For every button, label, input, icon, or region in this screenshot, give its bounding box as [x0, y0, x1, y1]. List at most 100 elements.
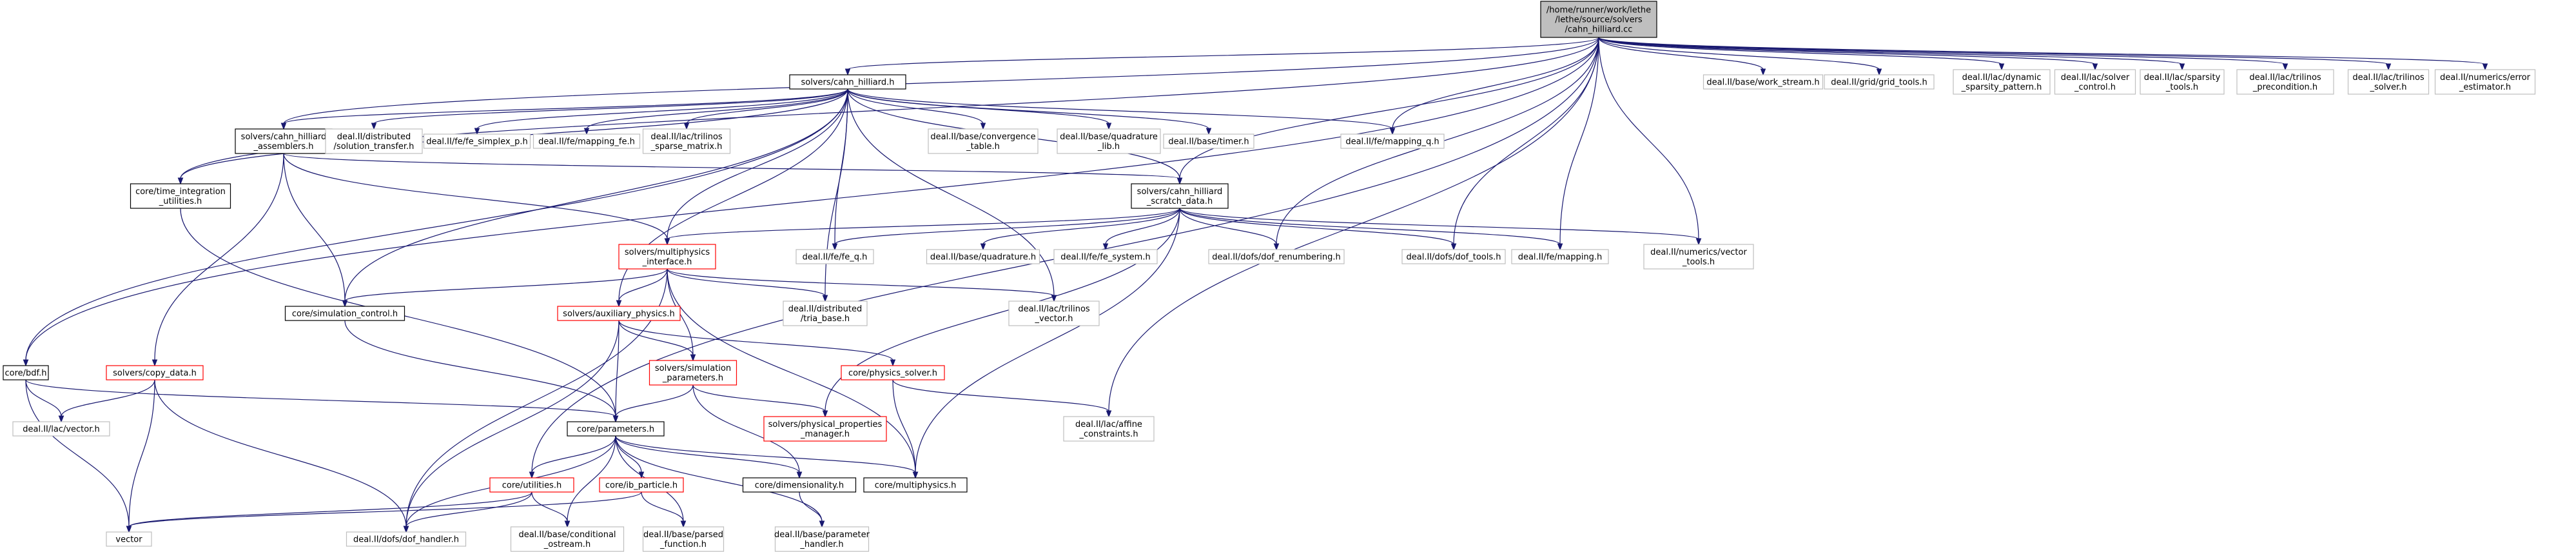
node-parameters[interactable]: core/parameters.h	[567, 421, 665, 437]
edge-copy_data-to-dof_handler	[154, 379, 407, 527]
edge-parameters-to-multiphysics	[615, 435, 916, 473]
arrowhead-ch_h-to-mapping_fe	[583, 128, 590, 135]
node-dof-renumbering: deal.II/dofs/dof_renumbering.h	[1208, 249, 1345, 264]
edge-bdf-to-parameters	[25, 379, 616, 417]
node-mp-interface[interactable]: solvers/multiphysics_interface.h	[618, 244, 716, 270]
edge-ch_h-to-fe_simplex	[476, 88, 848, 130]
edge-dimensionality-to-param_handler	[799, 491, 823, 522]
node-box	[1053, 249, 1158, 264]
node-label: deal.II/fe/mapping_fe.h	[538, 137, 635, 147]
node-box	[532, 133, 641, 149]
arrowhead-copy_data-to-lac_vector	[58, 415, 64, 423]
node-label: /solution_transfer.h	[334, 142, 415, 152]
node-root[interactable]: /home/runner/work/lethe/lethe/source/sol…	[1540, 1, 1657, 38]
edge-utilities-to-cond_ostream	[531, 491, 568, 522]
node-box	[557, 306, 681, 321]
node-ch-h[interactable]: solvers/cahn_hilliard.h	[789, 74, 906, 90]
node-label: _scratch_data.h	[1146, 197, 1213, 206]
node-box	[2434, 69, 2536, 95]
arrowhead-ch_h-to-mapping_q	[1389, 128, 1396, 135]
edge-ch_scratch-to-fe_mapping	[1179, 208, 1561, 245]
arrowhead-root-to-work_stream	[1760, 68, 1766, 76]
node-label: _sparse_matrix.h	[650, 142, 723, 152]
node-box	[2054, 69, 2136, 95]
node-solver-control: deal.II/lac/solver_control.h	[2054, 69, 2136, 95]
node-copy-data[interactable]: solvers/copy_data.h	[106, 365, 204, 380]
node-label: core/ib_particle.h	[605, 481, 678, 491]
node-quadrature: deal.II/base/quadrature.h	[926, 249, 1040, 264]
edge-ch_h-to-dist_solution	[373, 88, 848, 124]
node-error-estimator: deal.II/numerics/error_estimator.h	[2434, 69, 2536, 95]
node-phys-props[interactable]: solvers/physical_properties_manager.h	[763, 416, 887, 442]
arrowhead-ch_scratch-to-mp_interface	[664, 238, 670, 246]
node-ib-particle[interactable]: core/ib_particle.h	[599, 477, 684, 493]
edge-ib_particle-to-vector_std	[128, 491, 642, 527]
edge-ch_h-to-bdf	[25, 88, 848, 361]
node-physics-solver[interactable]: core/physics_solver.h	[841, 365, 945, 380]
edge-sim_parameters-to-dimensionality	[692, 384, 800, 473]
node-sim-parameters[interactable]: solvers/simulation_parameters.h	[649, 360, 737, 386]
arrowhead-ib_particle-to-parsed_function	[680, 520, 687, 528]
node-trilinos-solver: deal.II/lac/trilinos_solver.h	[2347, 69, 2430, 95]
node-label: core/dimensionality.h	[755, 481, 844, 491]
node-label: deal.II/numerics/vector	[1650, 248, 1747, 257]
node-label: deal.II/distributed	[337, 132, 411, 142]
node-label: solvers/cahn_hilliard.h	[801, 78, 894, 88]
node-mapping-fe: deal.II/fe/mapping_fe.h	[532, 133, 641, 149]
node-ch-scratch[interactable]: solvers/cahn_hilliard_scratch_data.h	[1131, 183, 1229, 209]
node-box	[1340, 133, 1445, 149]
node-box	[1063, 416, 1155, 442]
edge-bdf-to-vector_std	[25, 379, 130, 527]
node-label: _precondition.h	[2252, 83, 2317, 92]
node-ch-assemblers[interactable]: solvers/cahn_hilliard_assemblers.h	[235, 128, 333, 154]
edge-ch_scratch-to-fe_system	[1105, 208, 1180, 245]
arrowhead-utilities-to-dof_handler	[403, 526, 409, 533]
node-label: _assemblers.h	[253, 142, 313, 152]
node-label: solvers/auxiliary_physics.h	[563, 310, 675, 319]
edge-mp_interface-to-aux_physics	[618, 268, 668, 302]
arrowhead-root-to-error_estimator	[2482, 63, 2488, 71]
edge-root-to-error_estimator	[1598, 37, 2486, 65]
node-label: core/parameters.h	[577, 425, 654, 435]
edge-ch_assemblers-to-ch_scratch	[283, 153, 1180, 179]
edge-root-to-solver_control	[1598, 37, 2096, 65]
edge-mp_interface-to-trilinos_vector	[667, 268, 1055, 297]
arrowhead-ch_scratch-to-vector_tools	[1695, 238, 1702, 246]
node-box	[567, 421, 665, 437]
edge-parameters-to-utilities	[531, 435, 616, 473]
node-time-integration[interactable]: core/time_integration_utilities.h	[130, 183, 231, 209]
arrowhead-sim_parameters-to-parameters	[612, 415, 619, 423]
node-multiphysics[interactable]: core/multiphysics.h	[863, 477, 968, 493]
node-box	[1163, 133, 1254, 149]
edge-bdf-to-lac_vector	[25, 379, 62, 417]
node-box	[12, 421, 110, 437]
edge-root-to-trilinos_solver	[1598, 37, 2389, 65]
arrowhead-ch_h-to-bdf	[23, 359, 29, 367]
arrowhead-ch_scratch-to-fe_q	[832, 243, 838, 251]
edge-ch_h-to-aux_physics	[618, 88, 848, 302]
edge-mp_interface-to-multiphysics	[667, 268, 916, 473]
edge-copy_data-to-vector_std	[128, 379, 155, 527]
node-aux-physics[interactable]: solvers/auxiliary_physics.h	[557, 306, 681, 321]
edge-root-to-bdf	[25, 37, 1599, 361]
node-box	[510, 526, 625, 552]
node-label: deal.II/lac/vector.h	[23, 425, 100, 435]
node-box	[423, 133, 531, 149]
node-box	[284, 306, 405, 321]
node-dimensionality[interactable]: core/dimensionality.h	[742, 477, 857, 493]
arrowhead-parameters-to-multiphysics	[912, 471, 919, 479]
node-bdf[interactable]: core/bdf.h	[3, 365, 49, 380]
node-grid-tools: deal.II/grid/grid_tools.h	[1824, 74, 1935, 90]
node-quadrature-lib: deal.II/base/quadrature_lib.h	[1057, 128, 1161, 154]
arrowhead-root-to-sparsity_tools	[2179, 63, 2185, 71]
arrowhead-root-to-dyn_sparsity	[1998, 63, 2005, 71]
edge-mp_interface-to-sim_control	[344, 268, 668, 302]
arrowhead-ch_h-to-quadrature_lib	[1106, 123, 1112, 130]
node-utilities[interactable]: core/utilities.h	[489, 477, 574, 493]
node-box	[1643, 244, 1754, 270]
node-label: deal.II/lac/trilinos	[2249, 73, 2321, 83]
node-box	[1208, 249, 1345, 264]
edge-ch_h-to-mapping_fe	[586, 88, 848, 130]
node-sim-control[interactable]: core/simulation_control.h	[284, 306, 405, 321]
node-label: deal.II/lac/trilinos	[650, 132, 723, 142]
